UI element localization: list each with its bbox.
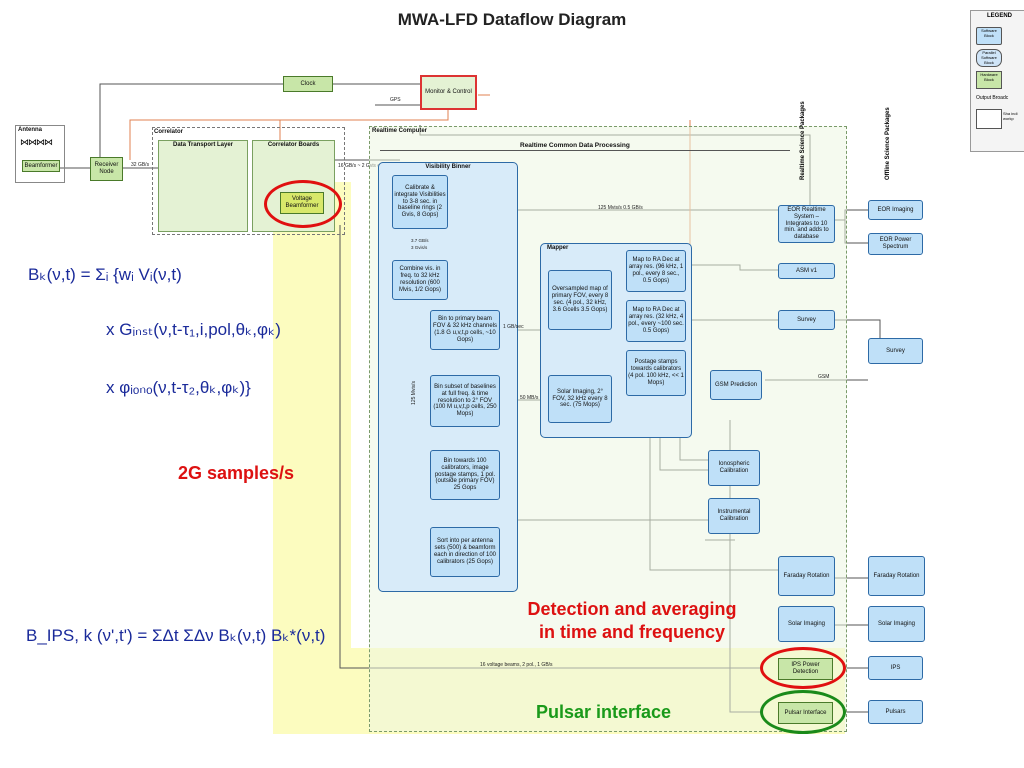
eor-realtime-block: EOR Realtime System – Integrates to 10 m…	[778, 205, 835, 243]
data-transport-layer: Data Transport Layer	[158, 140, 248, 232]
combine-block: Combine vis. in freq. to 32 kHz resoluti…	[392, 260, 448, 300]
map-ra-96khz-block: Map to RA Dec at array res. (96 kHz, 1 p…	[626, 250, 686, 292]
bin-subset-block: Bin subset of baselines at full freq. & …	[430, 375, 500, 427]
legend-output-broadcast: Output Broadc	[976, 95, 1009, 101]
link-1gbs: 1 GB/sec	[503, 324, 524, 330]
gsm-prediction-block: GSM Prediction	[710, 370, 762, 400]
legend-shared-block	[976, 109, 1002, 129]
highlight-vertical	[273, 182, 351, 734]
link-125mvis-vertical: 125 Mvis/s	[410, 381, 417, 405]
correlator-label: Correlator	[154, 129, 184, 135]
antenna-region	[15, 125, 65, 183]
page-title: MWA-LFD Dataflow Diagram	[397, 10, 627, 29]
postage-stamps-block: Postage stamps towards calibrators (4 po…	[626, 350, 686, 396]
ionospheric-calibration-block: Ionospheric Calibration	[708, 450, 760, 486]
realtime-science-label: Realtime Science Packages	[800, 101, 806, 180]
pulsars-block: Pulsars	[868, 700, 923, 724]
pulsar-highlight-circle	[760, 690, 846, 734]
pulsar-annotation: Pulsar interface	[536, 702, 672, 722]
antenna-label: Antenna	[18, 127, 42, 133]
receiver-node-block: Receiver Node	[90, 157, 123, 181]
legend-software-block: Software Block	[976, 27, 1002, 45]
samples-annotation: 2G samples/s	[178, 463, 295, 483]
ips-block: IPS	[868, 656, 923, 680]
voltage-beamformer-highlight-circle	[264, 180, 342, 228]
eor-imaging-block: EOR Imaging	[868, 200, 923, 220]
survey-block: Survey	[778, 310, 835, 330]
equation-beamform: Bₖ(ν,t) = Σᵢ {wᵢ Vᵢ(ν,t)	[28, 265, 182, 284]
equation-ips: B_IPS, k (ν',t') = ΣΔt ΣΔν Bₖ(ν,t) Bₖ*(ν…	[26, 626, 326, 645]
beamformer-block: Beamformer	[22, 160, 60, 172]
link-125mvis: 125 Mvis/s 0.5 GB/s	[598, 205, 643, 211]
faraday-rotation-block: Faraday Rotation	[778, 556, 835, 596]
solar-imaging-mapper-block: Solar Imaging, 2° FOV, 32 kHz every 8 se…	[548, 375, 612, 423]
legend-parallel-software-block: Parallel Software Block	[976, 49, 1002, 67]
survey-offline-block: Survey	[868, 338, 923, 364]
link-32gbs: 32 GB/s	[131, 162, 150, 168]
rcdp-line	[380, 150, 790, 151]
link-50mbs: 50 MB/s	[520, 395, 539, 401]
instrumental-calibration-block: Instrumental Calibration	[708, 498, 760, 534]
realtime-computer-label: Realtime Computer	[372, 128, 428, 134]
legend-hardware-block: Hardware Block	[976, 71, 1002, 89]
clock-block: Clock	[283, 76, 333, 92]
bin-towards-block: Bin towards 100 calibrators, image posta…	[430, 450, 500, 500]
ips-highlight-circle	[760, 647, 846, 689]
detection-annotation: Detection and averaging in time and freq…	[527, 599, 737, 642]
oversampled-block: Oversampled map of primary FOV, every 8 …	[548, 270, 612, 330]
link-voltage-beams: 16 voltage beams, 2 pol., 1 GB/s	[480, 662, 553, 668]
correlator-region	[152, 127, 345, 235]
offline-science-label: Offline Science Packages	[885, 107, 891, 180]
calibrate-block: Calibrate & integrate Visibilities to 3-…	[392, 175, 448, 229]
equation-instrument-gain: x Gᵢₙₛₜ(ν,t-τ₁,i,pol,θₖ,φₖ)	[106, 320, 281, 339]
eor-power-spectrum-block: EOR Power Spectrum	[868, 233, 923, 255]
monitor-control-block: Monitor & Control	[420, 75, 477, 110]
solar-imaging-block: Solar Imaging	[778, 606, 835, 642]
rcdp-label: Realtime Common Data Processing	[520, 142, 630, 149]
legend-shared-label: Sha indi workp	[1003, 111, 1018, 121]
asm-block: ASM v1	[778, 263, 835, 279]
link-gsm: GSM	[818, 374, 830, 380]
legend-title: LEGEND	[987, 13, 1013, 19]
link-gvis: 3 Gvis/s	[411, 245, 428, 250]
gps-label: GPS	[390, 97, 401, 103]
legend: LEGEND Software Block Parallel Software …	[970, 10, 1024, 152]
equation-ionosphere: x φᵢₒₙₒ(ν,t-τ₂,θₖ,φₖ)}	[106, 378, 251, 397]
faraday-rotation-offline-block: Faraday Rotation	[868, 556, 925, 596]
sort-into-block: Sort into per antenna sets (500) & beamf…	[430, 527, 500, 577]
bin-primary-block: Bin to primary beam FOV & 32 kHz channel…	[430, 310, 500, 350]
antenna-icon: ⋈⋈⋈⋈	[20, 137, 53, 147]
link-3-7gbs: 3.7 GB/s	[411, 238, 429, 243]
map-ra-32khz-block: Map to RA Dec at array res. (32 kHz, 4 p…	[626, 300, 686, 342]
solar-imaging-offline-block: Solar Imaging	[868, 606, 925, 642]
